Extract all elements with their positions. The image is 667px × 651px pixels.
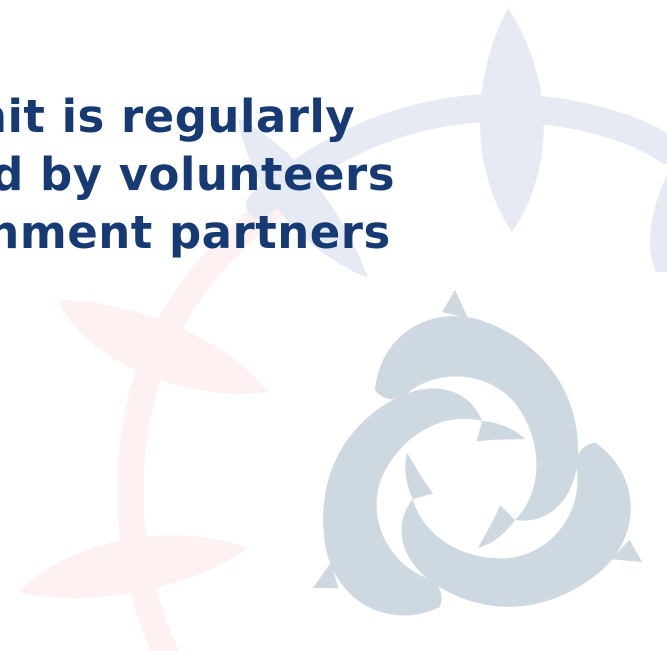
headline-line-2: ed by volunteers (0, 148, 395, 201)
headline: mit is regularly ed by volunteers chment… (0, 88, 395, 262)
pink-branch-icon (18, 192, 288, 651)
three-fish-triskelion-icon (312, 290, 643, 616)
headline-line-3: chment partners (0, 206, 391, 259)
headline-line-1: mit is regularly (0, 90, 356, 143)
blue-branch-icon (238, 8, 667, 278)
